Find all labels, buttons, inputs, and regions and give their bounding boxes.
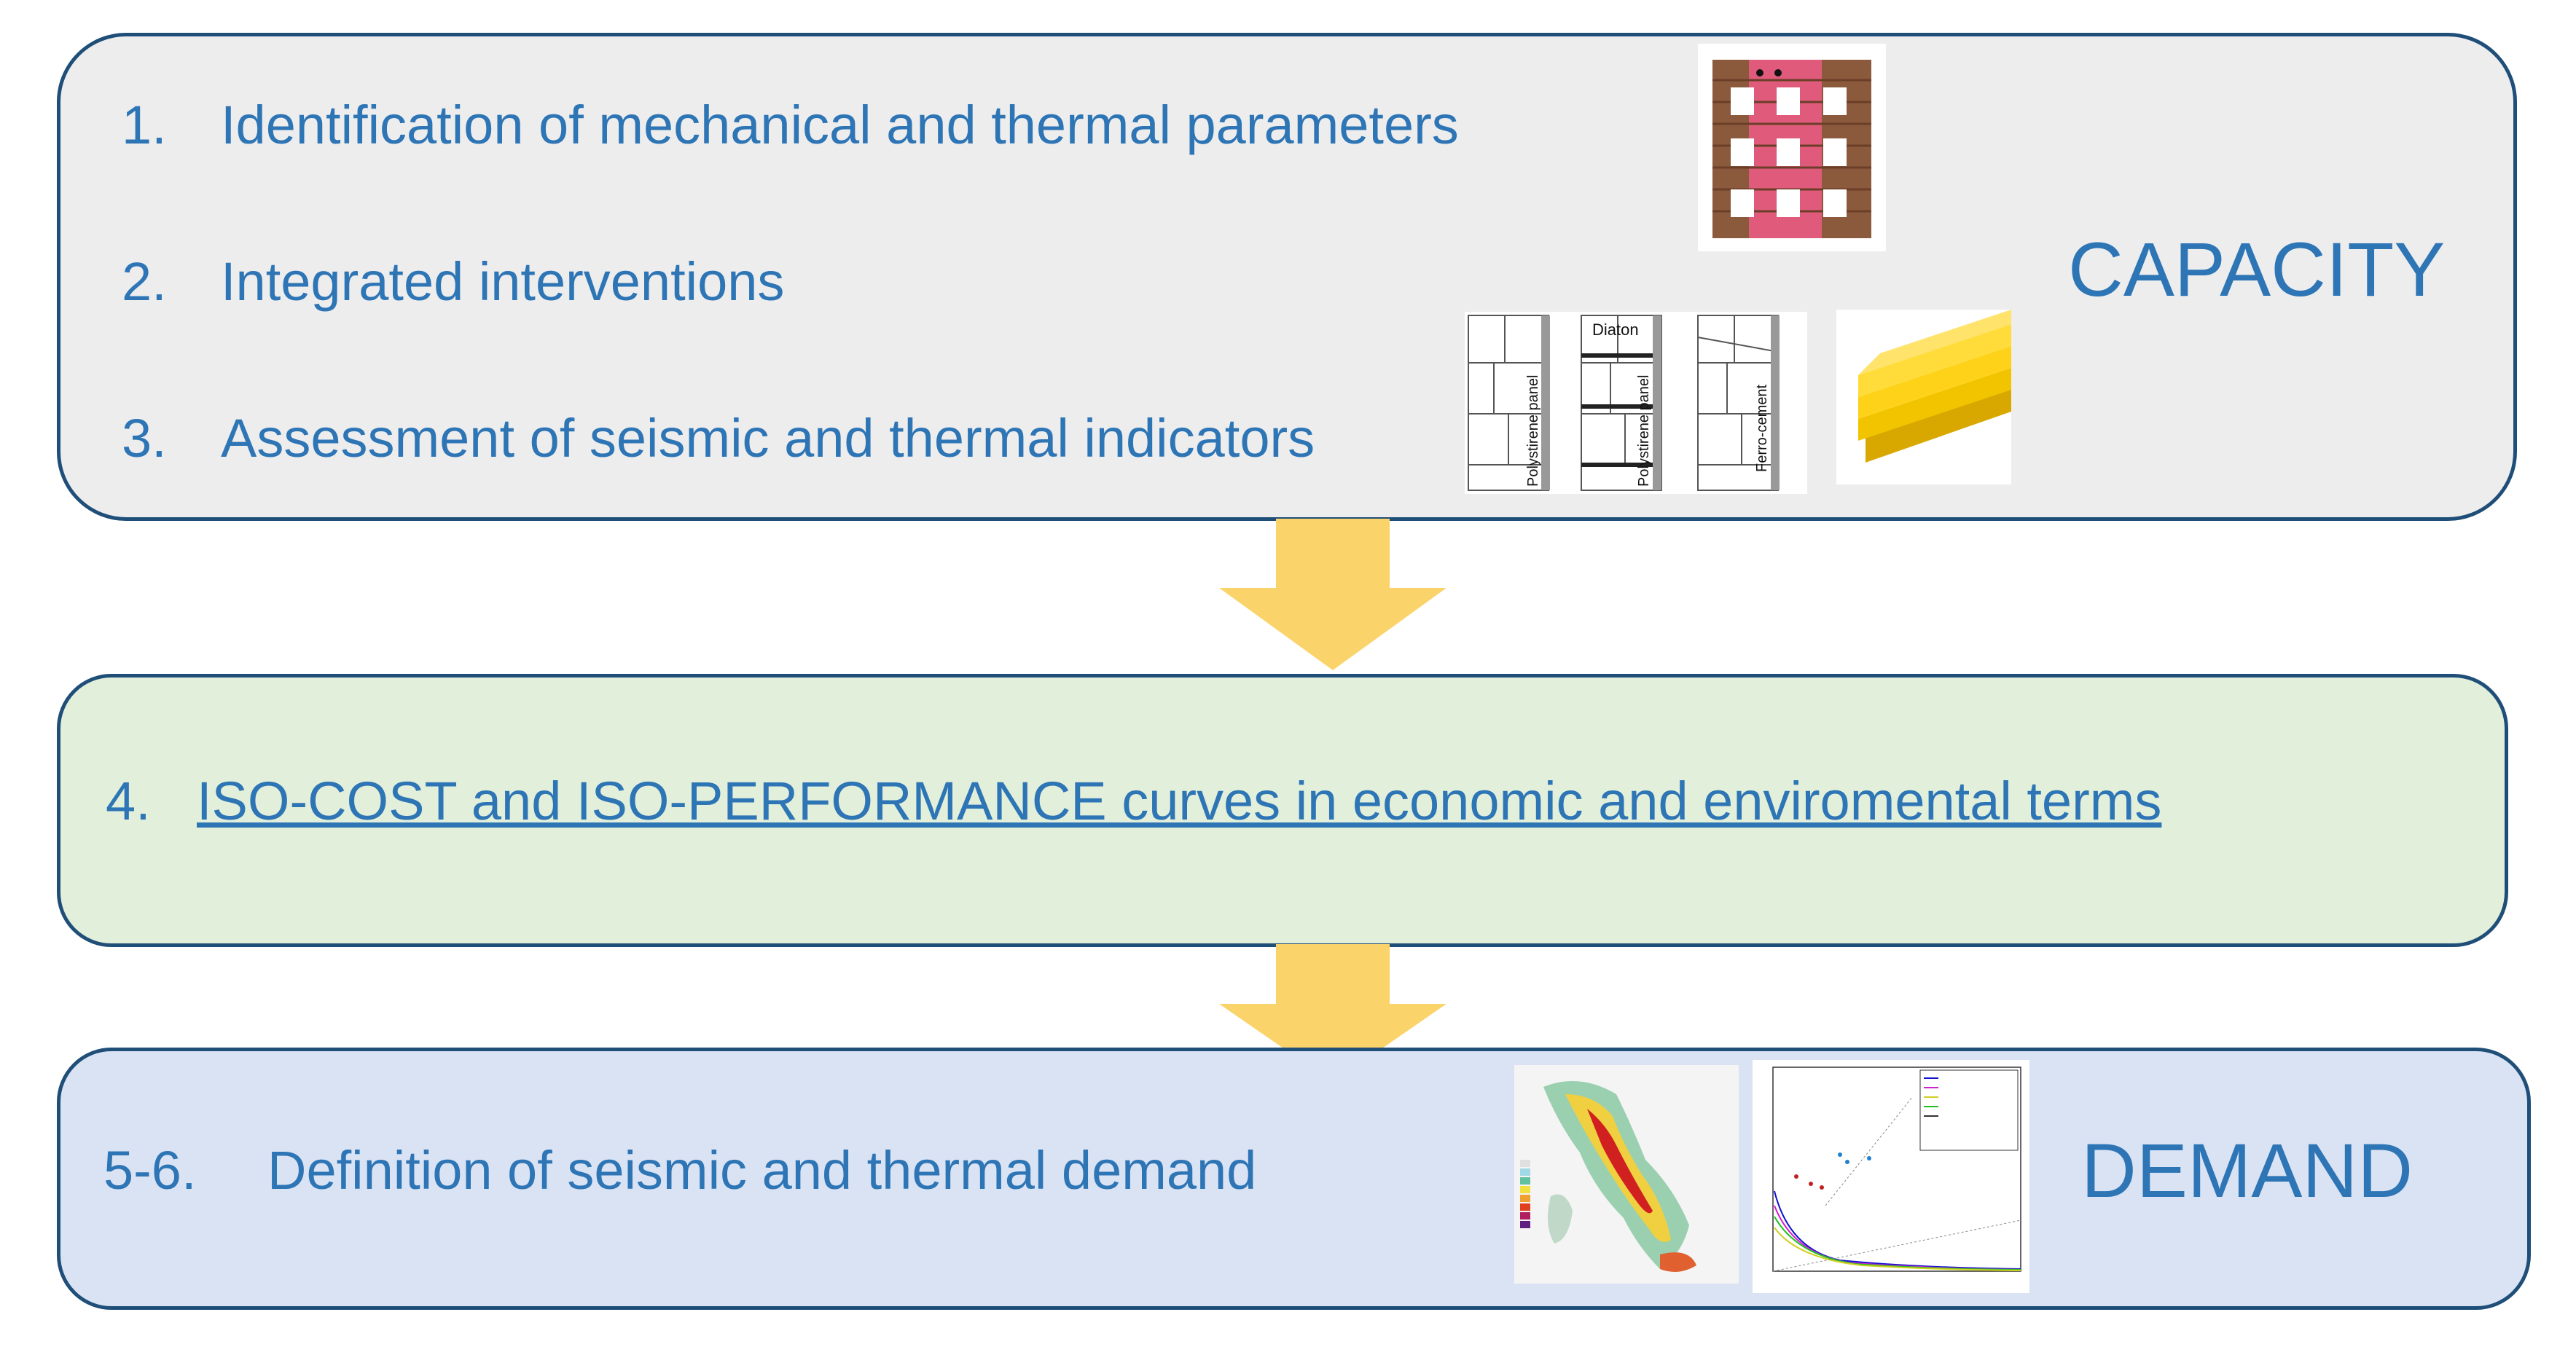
masonry-wall-image bbox=[1698, 44, 1886, 251]
item-number: 4. bbox=[106, 771, 151, 831]
demand-box bbox=[57, 1048, 2531, 1310]
item-number: 3. bbox=[122, 408, 167, 468]
panel-label-diaton: Diaton bbox=[1592, 321, 1639, 339]
capacity-box bbox=[57, 33, 2517, 521]
wall-sections-drawing: Polystirene panel Diaton Polystirene pan… bbox=[1465, 312, 1807, 494]
item-text: Definition of seismic and thermal demand bbox=[267, 1140, 1257, 1201]
panel-label-2: Polystirene panel bbox=[1636, 375, 1652, 487]
down-arrow-2 bbox=[1219, 944, 1446, 1083]
item-number: 1. bbox=[122, 95, 167, 155]
seismic-hazard-map-image bbox=[1514, 1065, 1739, 1284]
capacity-label: CAPACITY bbox=[2068, 227, 2446, 313]
item-number: 2. bbox=[122, 251, 167, 312]
item-text: Identification of mechanical and thermal… bbox=[221, 95, 1459, 155]
demand-label: DEMAND bbox=[2081, 1128, 2413, 1214]
item-text: Integrated interventions bbox=[221, 251, 785, 312]
panel-label-3: Ferro-cement bbox=[1754, 385, 1770, 472]
thermal-demand-chart-image bbox=[1753, 1060, 2029, 1293]
insulation-panels-image bbox=[1836, 310, 2011, 484]
item-number: 5-6. bbox=[103, 1140, 197, 1201]
item-text: Assessment of seismic and thermal indica… bbox=[221, 408, 1315, 468]
down-arrow-1 bbox=[1219, 519, 1446, 670]
panel-label-1: Polystirene panel bbox=[1525, 375, 1541, 487]
iso-link[interactable]: ISO-COST and ISO-PERFORMANCE curves in e… bbox=[197, 771, 2162, 831]
